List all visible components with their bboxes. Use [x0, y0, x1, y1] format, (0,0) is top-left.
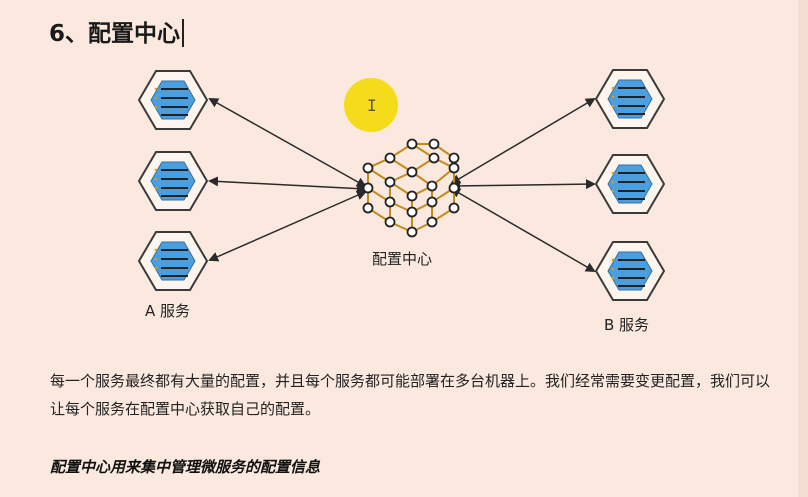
arrow-b2	[450, 179, 596, 191]
emphasis-line: 配置中心用来集中管理微服务的配置信息	[50, 458, 321, 476]
service-a-label: A 服务	[145, 302, 191, 320]
page-title: 6、配置中心	[49, 14, 185, 49]
text-caret	[182, 18, 185, 47]
service-b-label: B 服务	[604, 316, 650, 334]
service-a-3-hexagon-icon	[138, 231, 208, 291]
arrows	[208, 97, 596, 273]
config-cube-icon	[367, 143, 455, 233]
arrow-a1	[208, 98, 367, 187]
service-a-1-hexagon-icon	[138, 70, 208, 130]
arrow-b1	[450, 97, 596, 185]
service-a-2-hexagon-icon	[138, 151, 208, 211]
config-center-diagram	[138, 69, 665, 301]
page-edge	[798, 0, 808, 497]
service-b-2-hexagon-icon	[595, 154, 665, 214]
config-center-label: 配置中心	[372, 250, 433, 268]
config-cube-nodes	[362, 138, 460, 238]
description-paragraph: 每一个服务最终都有大量的配置，并且每个服务都可能部署在多台机器上。我们经常需要变…	[50, 372, 771, 418]
arrow-a3	[208, 190, 367, 262]
arrow-b3	[450, 187, 596, 273]
service-b-3-hexagon-icon	[595, 241, 665, 301]
ibeam-cursor-icon: I	[367, 96, 377, 115]
service-b-1-hexagon-icon	[595, 69, 665, 129]
page-title-text: 6、配置中心	[49, 21, 181, 47]
arrow-a2	[208, 176, 367, 194]
